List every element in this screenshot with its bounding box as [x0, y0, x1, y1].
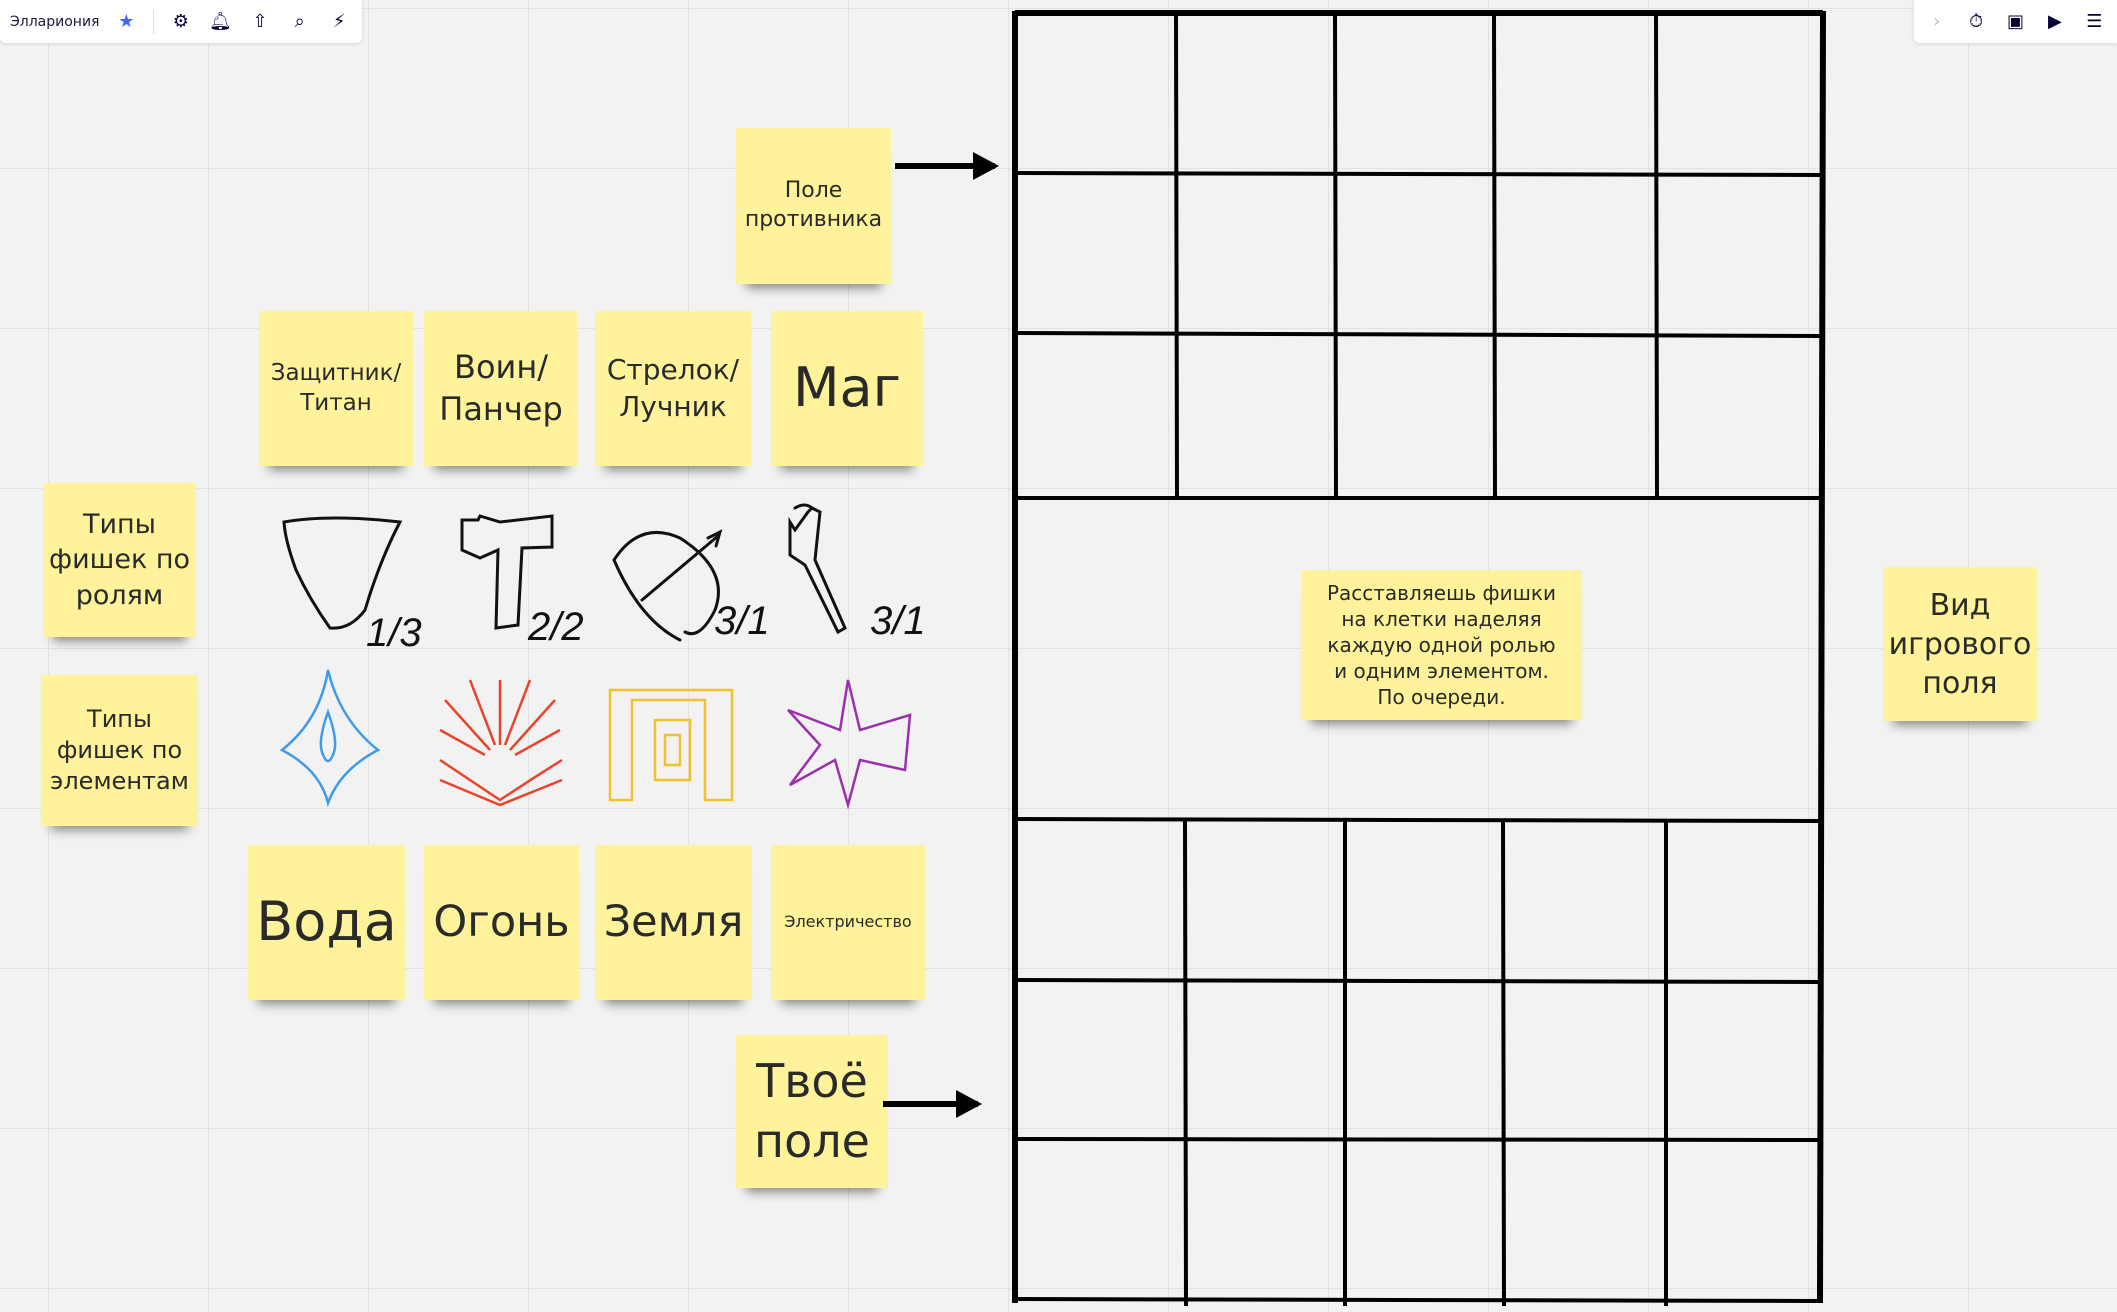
timer-icon[interactable]: ⏱︎: [1969, 11, 1984, 32]
tools-toolbar: › ⏱︎ ▣ ▶ ☰: [1914, 0, 2117, 43]
search-icon[interactable]: ⌕: [294, 11, 305, 32]
note-water[interactable]: Вода: [248, 845, 405, 1000]
divider: [153, 9, 155, 34]
board-toolbar: Эллариония ★ ⚙ 🔔︎ ⇧ ⌕ ⚡︎: [0, 0, 362, 43]
arrow-to-your-field: [883, 1090, 982, 1118]
enemy-field-grid: [1012, 10, 1826, 1304]
note-warrior[interactable]: Воин/ Панчер: [424, 311, 578, 466]
note-electricity[interactable]: Электричество: [771, 845, 925, 1000]
note-mage[interactable]: Маг: [771, 311, 923, 466]
defender-stats: 1/3: [366, 611, 422, 655]
board-name[interactable]: Эллариония: [10, 13, 100, 30]
water-symbol: [279, 669, 381, 808]
note-types-by-roles[interactable]: Типы фишек по ролям: [43, 483, 196, 637]
plugin-icon[interactable]: ⚡︎: [332, 11, 346, 32]
hammer-drawing: [460, 514, 554, 630]
card-icon[interactable]: ▣: [2007, 11, 2025, 32]
archer-stats: 3/1: [714, 599, 770, 643]
presentation-icon[interactable]: ▶: [2048, 11, 2062, 32]
your-field-grid: [1014, 817, 1821, 1307]
share-icon[interactable]: ⇧: [252, 11, 268, 32]
staff-drawing: [788, 503, 847, 635]
expand-chevron-icon[interactable]: ›: [1933, 11, 1941, 32]
notes-icon[interactable]: ☰: [2086, 11, 2103, 32]
earth-symbol: [608, 688, 734, 802]
note-fire[interactable]: Огонь: [424, 845, 579, 1000]
shield-drawing: [282, 516, 403, 630]
electricity-symbol: [787, 679, 912, 810]
note-field-view[interactable]: Вид игрового поля: [1883, 567, 2037, 721]
mage-stats: 3/1: [870, 599, 926, 643]
note-your-field[interactable]: Твоё поле: [736, 1035, 888, 1188]
note-archer[interactable]: Стрелок/ Лучник: [595, 311, 751, 466]
warrior-stats: 2/2: [527, 605, 584, 649]
star-icon[interactable]: ★: [118, 11, 135, 32]
note-enemy-field[interactable]: Поле противника: [736, 128, 891, 284]
note-instructions[interactable]: Расставляешь фишки на клетки наделяя каж…: [1301, 570, 1582, 720]
arrow-to-enemy-field: [895, 152, 999, 180]
note-defender[interactable]: Защитник/ Титан: [259, 311, 413, 466]
fire-symbol: [439, 679, 563, 807]
note-types-by-elements[interactable]: Типы фишек по элементам: [41, 675, 198, 826]
bell-icon[interactable]: 🔔︎: [209, 11, 232, 32]
note-earth[interactable]: Земля: [595, 845, 752, 1000]
bow-drawing: [612, 529, 723, 642]
settings-icon[interactable]: ⚙: [172, 11, 189, 32]
